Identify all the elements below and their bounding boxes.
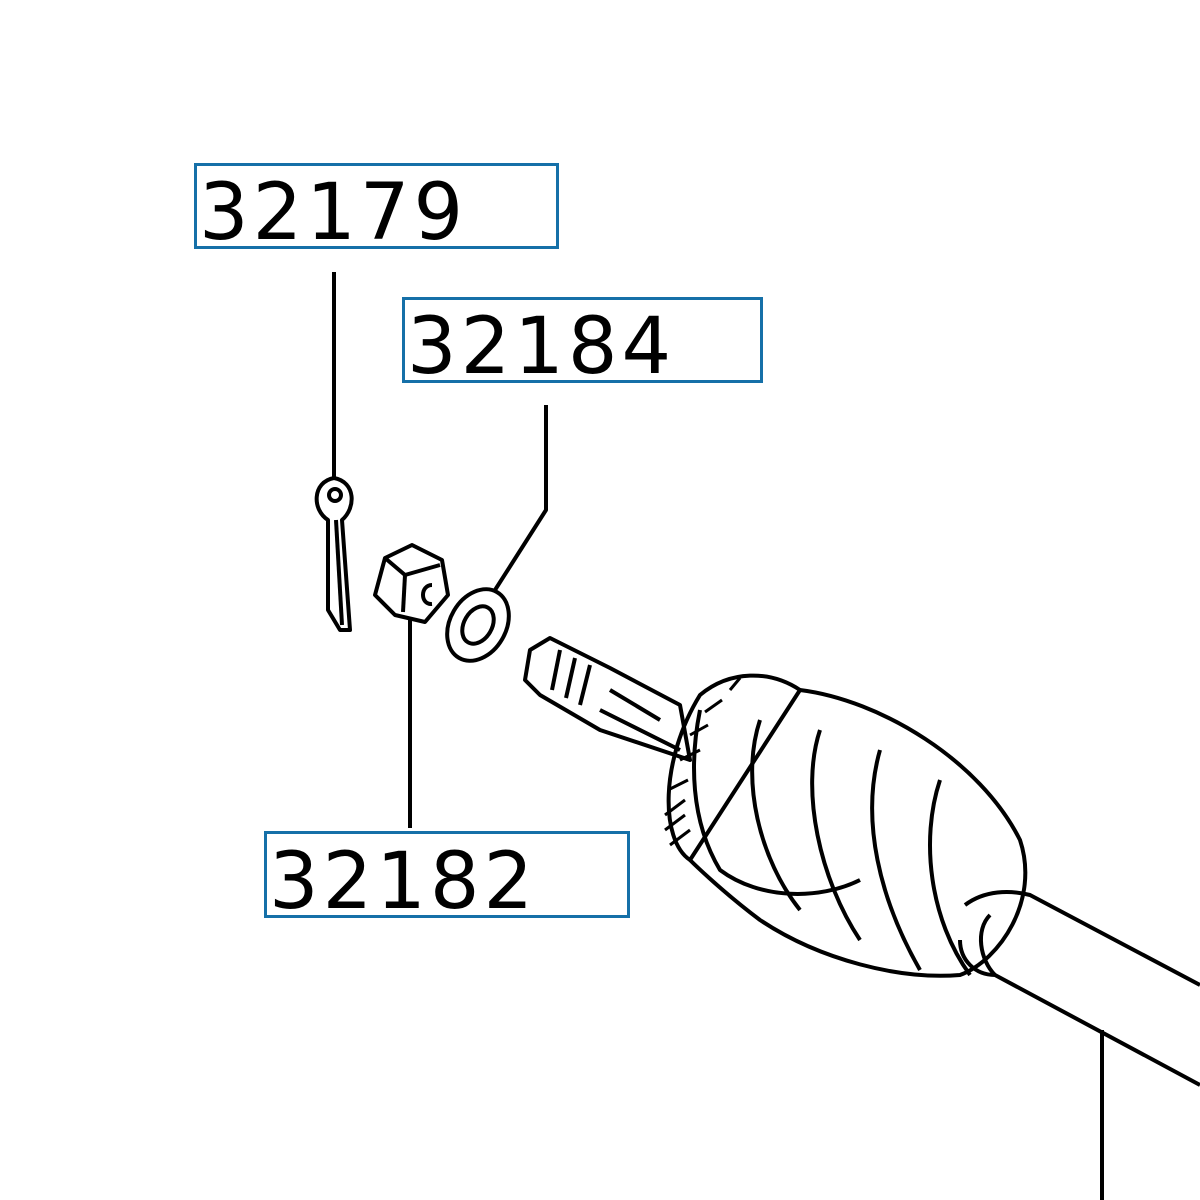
callout-32184[interactable]: 32184: [402, 297, 763, 392]
part-number-label: 32184: [407, 302, 676, 392]
callout-32179[interactable]: 32179: [194, 163, 559, 258]
cotter-pin-icon: [314, 476, 354, 632]
leader-lines: [332, 272, 1104, 1200]
callout-32182[interactable]: 32182: [264, 831, 630, 927]
part-number-label: 32182: [269, 837, 538, 927]
washer-icon: [445, 587, 511, 663]
part-number-label: 32179: [199, 168, 468, 258]
castle-nut-icon: [373, 543, 450, 624]
drive-shaft-icon: [523, 636, 1200, 1087]
